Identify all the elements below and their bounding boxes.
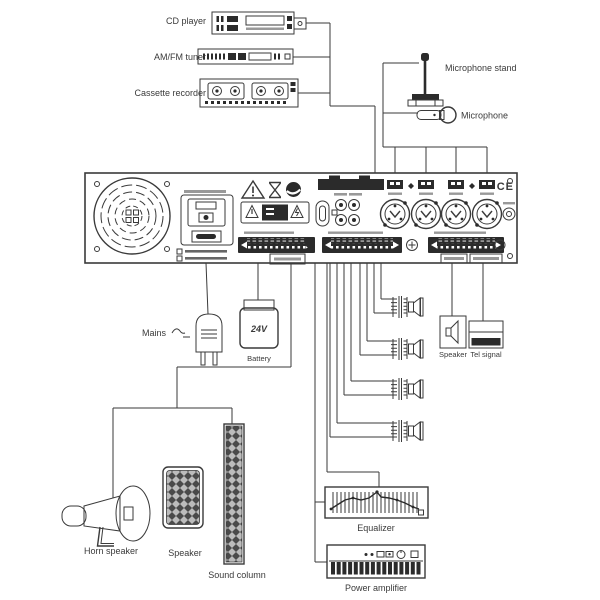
mains-label: Mains [142, 328, 167, 338]
battery-voltage: 24V [250, 324, 268, 334]
spec-text-rows [176, 248, 227, 262]
equalizer-label: Equalizer [357, 523, 395, 533]
mains-plug [195, 313, 223, 366]
microphone-stand [407, 53, 444, 107]
battery-label: Battery [247, 354, 271, 363]
cd-player-label: CD player [166, 16, 206, 26]
round-connector [494, 239, 506, 251]
microphone [416, 106, 457, 124]
label-bar [318, 175, 384, 190]
line-speaker [439, 315, 467, 349]
preout-connector [305, 238, 315, 248]
sound-column-label: Sound column [208, 570, 266, 580]
cd-player [211, 11, 307, 35]
equalizer [324, 486, 429, 519]
tel-signal-label: Tel signal [470, 350, 502, 359]
terminal-strip-middle [322, 231, 402, 253]
horn-speaker [61, 485, 151, 547]
din-connector [315, 200, 338, 227]
ac-wave-icon [171, 328, 190, 338]
cabinet-speaker [162, 466, 204, 529]
panel-screw [507, 178, 513, 184]
power-amplifier-label: Power amplifier [345, 583, 407, 593]
terminal-strip-right [428, 231, 504, 253]
battery-output-box [269, 253, 306, 265]
cabinet-speaker-label: Speaker [168, 548, 202, 558]
mic-input-connectors [387, 180, 495, 195]
tel-signal [468, 320, 504, 349]
tel-output-box [469, 253, 503, 264]
round-connector [406, 239, 418, 251]
warning-icons [240, 179, 301, 199]
battery [239, 299, 279, 349]
microphone-label: Microphone [461, 111, 508, 121]
am-fm-tuner [197, 48, 294, 65]
rca-jacks [334, 193, 362, 226]
line-speaker-label: Speaker [439, 350, 467, 359]
cassette-recorder-label: Cassette recorder [134, 88, 206, 98]
ac-inlet [180, 190, 234, 246]
speaker-output-box [440, 253, 468, 264]
panel-screw [507, 253, 513, 259]
transformer-speakers [390, 295, 424, 443]
power-amplifier [326, 544, 426, 579]
amplifier-panel: CE [84, 172, 518, 265]
round-connector-cross [408, 241, 416, 249]
am-fm-tuner-label: AM/FM tuner [154, 52, 206, 62]
aux-connector [502, 202, 516, 221]
warning-plate [240, 201, 310, 224]
terminal-strip-left [238, 231, 315, 253]
fan-grille [93, 177, 171, 255]
microphone-stand-label: Microphone stand [445, 63, 517, 73]
xlr-combo-jacks [379, 198, 503, 230]
cassette-recorder [199, 78, 299, 108]
ce-mark: CE [497, 181, 514, 193]
horn-speaker-label: Horn speaker [84, 546, 138, 556]
sound-column [223, 423, 245, 565]
